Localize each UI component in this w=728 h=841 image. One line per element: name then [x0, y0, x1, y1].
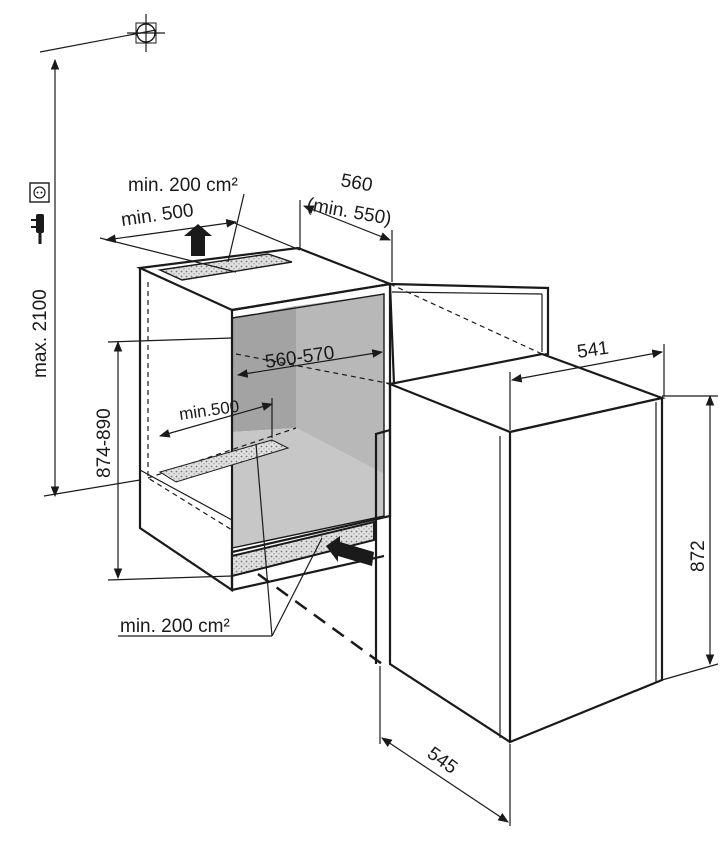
dim-appliance-width [510, 349, 664, 383]
label-appliance-depth: 545 [423, 743, 461, 779]
dim-niche-width [236, 349, 384, 378]
dim-top-width [302, 205, 392, 241]
plug-icon [31, 214, 44, 244]
socket-icon [29, 182, 50, 203]
appliance-front [508, 396, 664, 744]
label-vent-depth-top: min. 500 [120, 200, 195, 231]
plinth-vent [231, 520, 375, 578]
label-appliance-height: 872 [688, 540, 709, 572]
appliance [235, 283, 666, 744]
top-vent-opening [157, 253, 293, 281]
niche-front-opening [231, 293, 385, 549]
dim-top-vent-depth [104, 219, 238, 243]
dim-appliance-depth [381, 737, 509, 823]
niche-interior-back [296, 294, 384, 474]
crosshair-icon [127, 14, 165, 52]
label-vent-area-bottom: min. 200 cm² [120, 616, 230, 637]
label-socket-height: max. 2100 [30, 289, 51, 378]
air-in-arrow-bottom [326, 536, 374, 566]
niche-interior-floor [232, 428, 384, 548]
label-width-top: 560 [339, 170, 374, 196]
label-appliance-width: 541 [576, 338, 610, 363]
label-niche-height: 874-890 [94, 408, 115, 478]
dim-bottom-vent-depth [158, 402, 274, 438]
label-vent-area-top: min. 200 cm² [128, 175, 238, 196]
